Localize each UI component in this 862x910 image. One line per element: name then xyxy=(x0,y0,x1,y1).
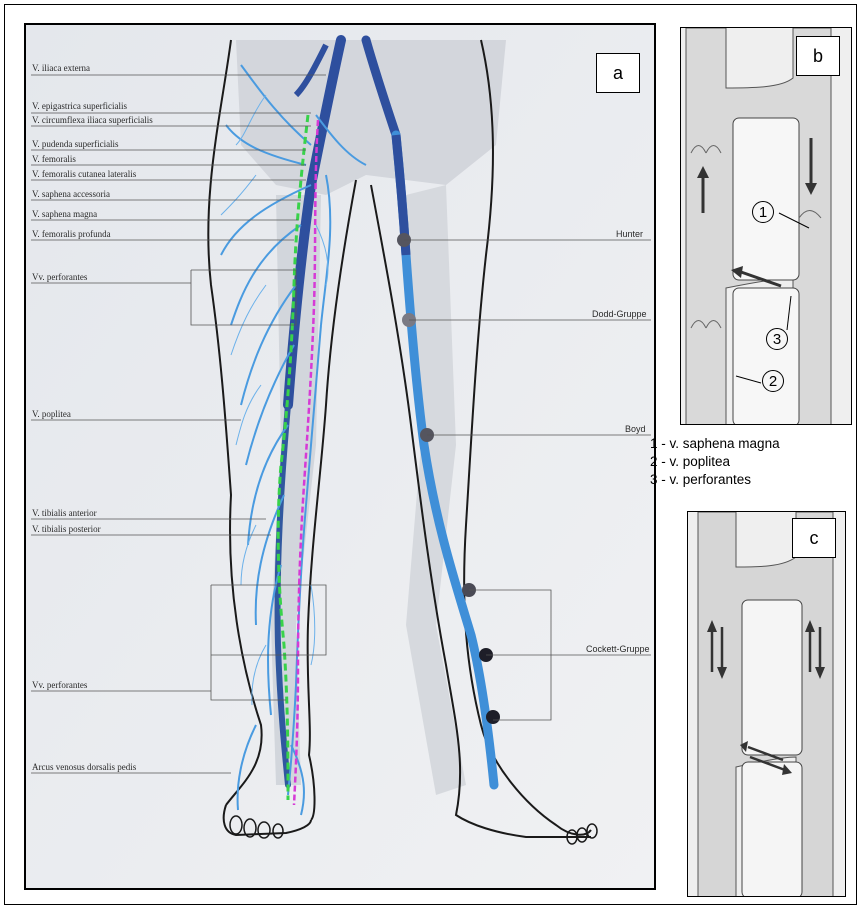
valve-diagram-b xyxy=(681,28,852,425)
label-hunter: Hunter xyxy=(616,229,643,239)
label-tibialis-posterior: V. tibialis posterior xyxy=(32,524,101,534)
legend-item-3: 3 - v. perforantes xyxy=(650,472,751,488)
panel-b-tag: b xyxy=(796,36,840,76)
valve-diagram-c xyxy=(688,512,846,897)
label-boyd: Boyd xyxy=(625,424,646,434)
legend-item-1: 1 - v. saphena magna xyxy=(650,436,780,452)
label-iliaca-externa: V. iliaca externa xyxy=(32,63,90,73)
panel-b-valve-diagram: 1 3 2 b xyxy=(680,27,852,425)
label-cockett-gruppe: Cockett-Gruppe xyxy=(586,644,650,654)
label-poplitea: V. poplitea xyxy=(32,409,71,419)
label-arcus-venosus: Arcus venosus dorsalis pedis xyxy=(32,762,136,772)
label-epigastrica-superficialis: V. epigastrica superficialis xyxy=(32,101,127,111)
panel-a-tag: a xyxy=(596,53,640,93)
label-femoralis: V. femoralis xyxy=(32,154,76,164)
marker-2: 2 xyxy=(762,370,784,392)
label-saphena-accessoria: V. saphena accessoria xyxy=(32,189,110,199)
label-circumflexa-iliaca: V. circumflexa iliaca superficialis xyxy=(32,115,153,125)
panel-c-valve-diagram: c xyxy=(687,511,846,897)
label-femoralis-cutanea-lateralis: V. femoralis cutanea lateralis xyxy=(32,169,136,179)
label-perforantes-leg: Vv. perforantes xyxy=(32,680,87,690)
panel-a-leg-anatomy: V. iliaca externa V. epigastrica superfi… xyxy=(24,23,656,890)
label-dodd-gruppe: Dodd-Gruppe xyxy=(592,309,647,319)
label-femoralis-profunda: V. femoralis profunda xyxy=(32,229,111,239)
label-pudenda-superficialis: V. pudenda superficialis xyxy=(32,139,119,149)
marker-3: 3 xyxy=(766,328,788,350)
panel-c-tag: c xyxy=(792,518,836,558)
marker-1: 1 xyxy=(752,201,774,223)
label-saphena-magna: V. saphena magna xyxy=(32,209,97,219)
leg-illustration xyxy=(26,25,656,890)
label-perforantes-thigh: Vv. perforantes xyxy=(32,272,87,282)
label-tibialis-anterior: V. tibialis anterior xyxy=(32,508,97,518)
legend-item-2: 2 - v. poplitea xyxy=(650,454,730,470)
